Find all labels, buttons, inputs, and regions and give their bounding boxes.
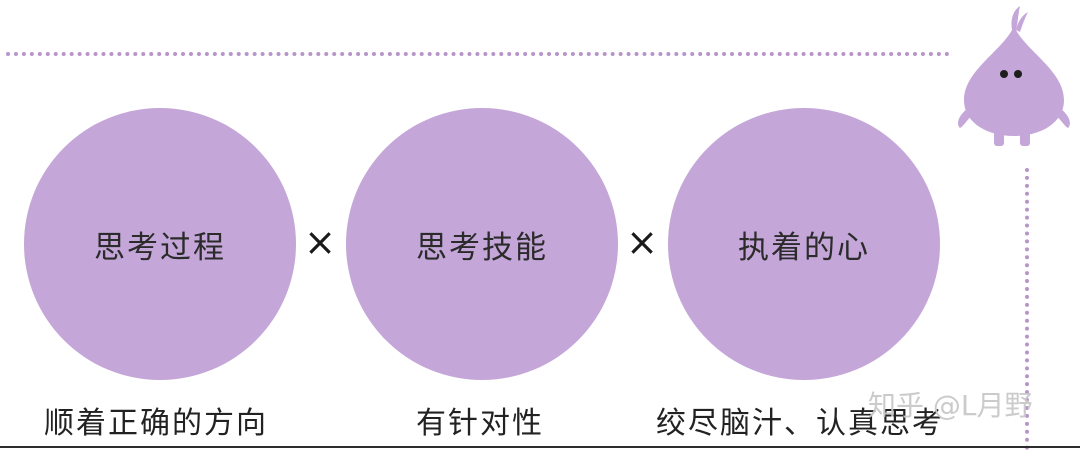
thinking-skill-caption: 有针对性 (416, 406, 544, 441)
persistent-heart-caption: 绞尽脑汁、认真思考 (656, 406, 944, 441)
top-dotted-line (6, 52, 950, 56)
thinking-skill-circle: 思考技能 (346, 108, 618, 380)
thinking-process-circle: 思考过程 (24, 108, 296, 380)
persistent-heart-circle: 执着的心 (668, 108, 940, 380)
onion-mascot-icon (958, 6, 1070, 146)
thinking-process-caption: 顺着正确的方向 (44, 406, 268, 441)
bottom-border-line (0, 446, 1080, 448)
right-dotted-line (1025, 168, 1029, 450)
thinking-process-label: 思考过程 (94, 229, 226, 266)
multiply-operator-2: × (626, 220, 658, 264)
zhihu-watermark: 知乎 @L月野 (868, 389, 1033, 422)
thinking-skill-label: 思考技能 (416, 229, 548, 266)
persistent-heart-label: 执着的心 (738, 229, 870, 266)
multiply-operator-1: × (304, 220, 336, 264)
